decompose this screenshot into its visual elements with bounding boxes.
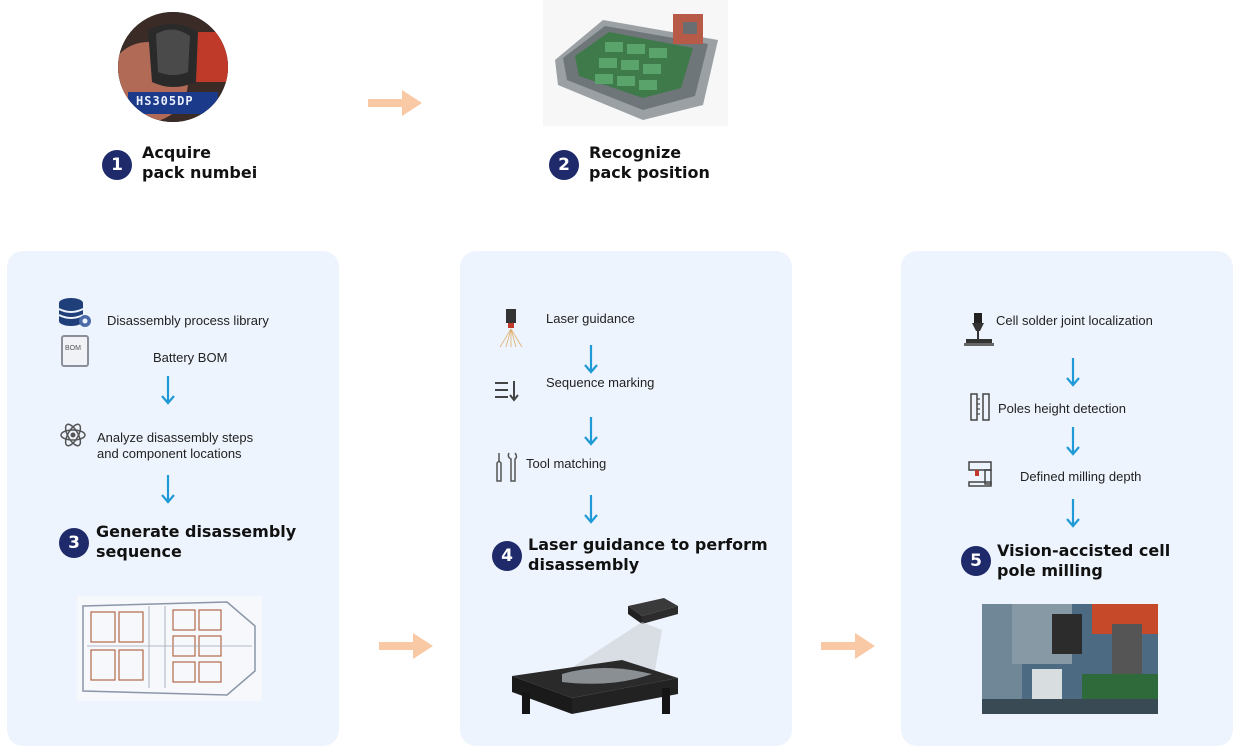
step-4-title: Laser guidance to perform disassembly	[528, 535, 768, 574]
flow-arrow-3-4	[379, 633, 433, 659]
down-arrow-5b	[1066, 427, 1080, 456]
database-gear-icon	[58, 298, 91, 327]
item-cell-solder-joint: Cell solder joint localization	[996, 313, 1153, 328]
step-3-badge: 3	[59, 528, 89, 558]
pack-layout-drawing	[77, 596, 262, 701]
battery-pack-image	[543, 0, 728, 126]
step-4-card: Laser guidance Sequence marking Tool mat…	[460, 251, 792, 746]
barcode-scanner-photo: HS305DP	[118, 12, 228, 122]
down-arrow-3b	[161, 475, 175, 504]
down-arrow-5a	[1066, 358, 1080, 387]
step-5-badge: 5	[961, 546, 991, 576]
step-1-badge: 1	[102, 150, 132, 180]
step-5-card: Cell solder joint localization Poles hei…	[901, 251, 1233, 746]
step-5-title: Vision-accisted cell pole milling	[997, 541, 1171, 580]
item-milling-depth: Defined milling depth	[1020, 469, 1142, 484]
step-2-badge: 2	[549, 150, 579, 180]
item-analyze-steps: Analyze disassembly steps and component …	[97, 430, 254, 461]
flow-arrow-4-5	[821, 633, 875, 659]
milling-machine-icon	[968, 461, 992, 487]
item-disassembly-process-library: Disassembly process library	[107, 313, 269, 328]
atom-icon	[60, 423, 86, 447]
laser-icon	[499, 309, 523, 348]
bom-icon-text: BOM	[65, 345, 81, 352]
sort-list-icon	[495, 381, 519, 402]
item-sequence-marking: Sequence marking	[546, 375, 655, 390]
flow-arrow-1-2	[368, 90, 422, 116]
down-arrow-4a	[584, 345, 598, 374]
down-arrow-5c	[1066, 499, 1080, 528]
down-arrow-4c	[584, 495, 598, 524]
solder-robot-icon	[964, 313, 994, 346]
laser-station-image	[512, 598, 678, 714]
step-1-title: Acquire pack numbei	[142, 143, 258, 182]
tools-icon	[496, 452, 518, 482]
step-3-title: Generate disassembly sequence	[96, 522, 297, 561]
step-3-card: Disassembly process library BOM Battery …	[7, 251, 339, 746]
pack-number-label: HS305DP	[136, 94, 194, 108]
item-tool-matching: Tool matching	[526, 456, 607, 471]
down-arrow-4b	[584, 417, 598, 446]
bom-file-icon: BOM	[61, 335, 89, 367]
item-poles-height: Poles height detection	[998, 401, 1126, 416]
ruler-icon	[970, 393, 990, 421]
item-battery-bom: Battery BOM	[153, 350, 228, 365]
item-laser-guidance: Laser guidance	[546, 311, 635, 326]
milling-photo	[982, 604, 1158, 714]
down-arrow-3a	[161, 376, 175, 405]
step-2-title: Recognize pack position	[589, 143, 710, 182]
step-4-badge: 4	[492, 541, 522, 571]
